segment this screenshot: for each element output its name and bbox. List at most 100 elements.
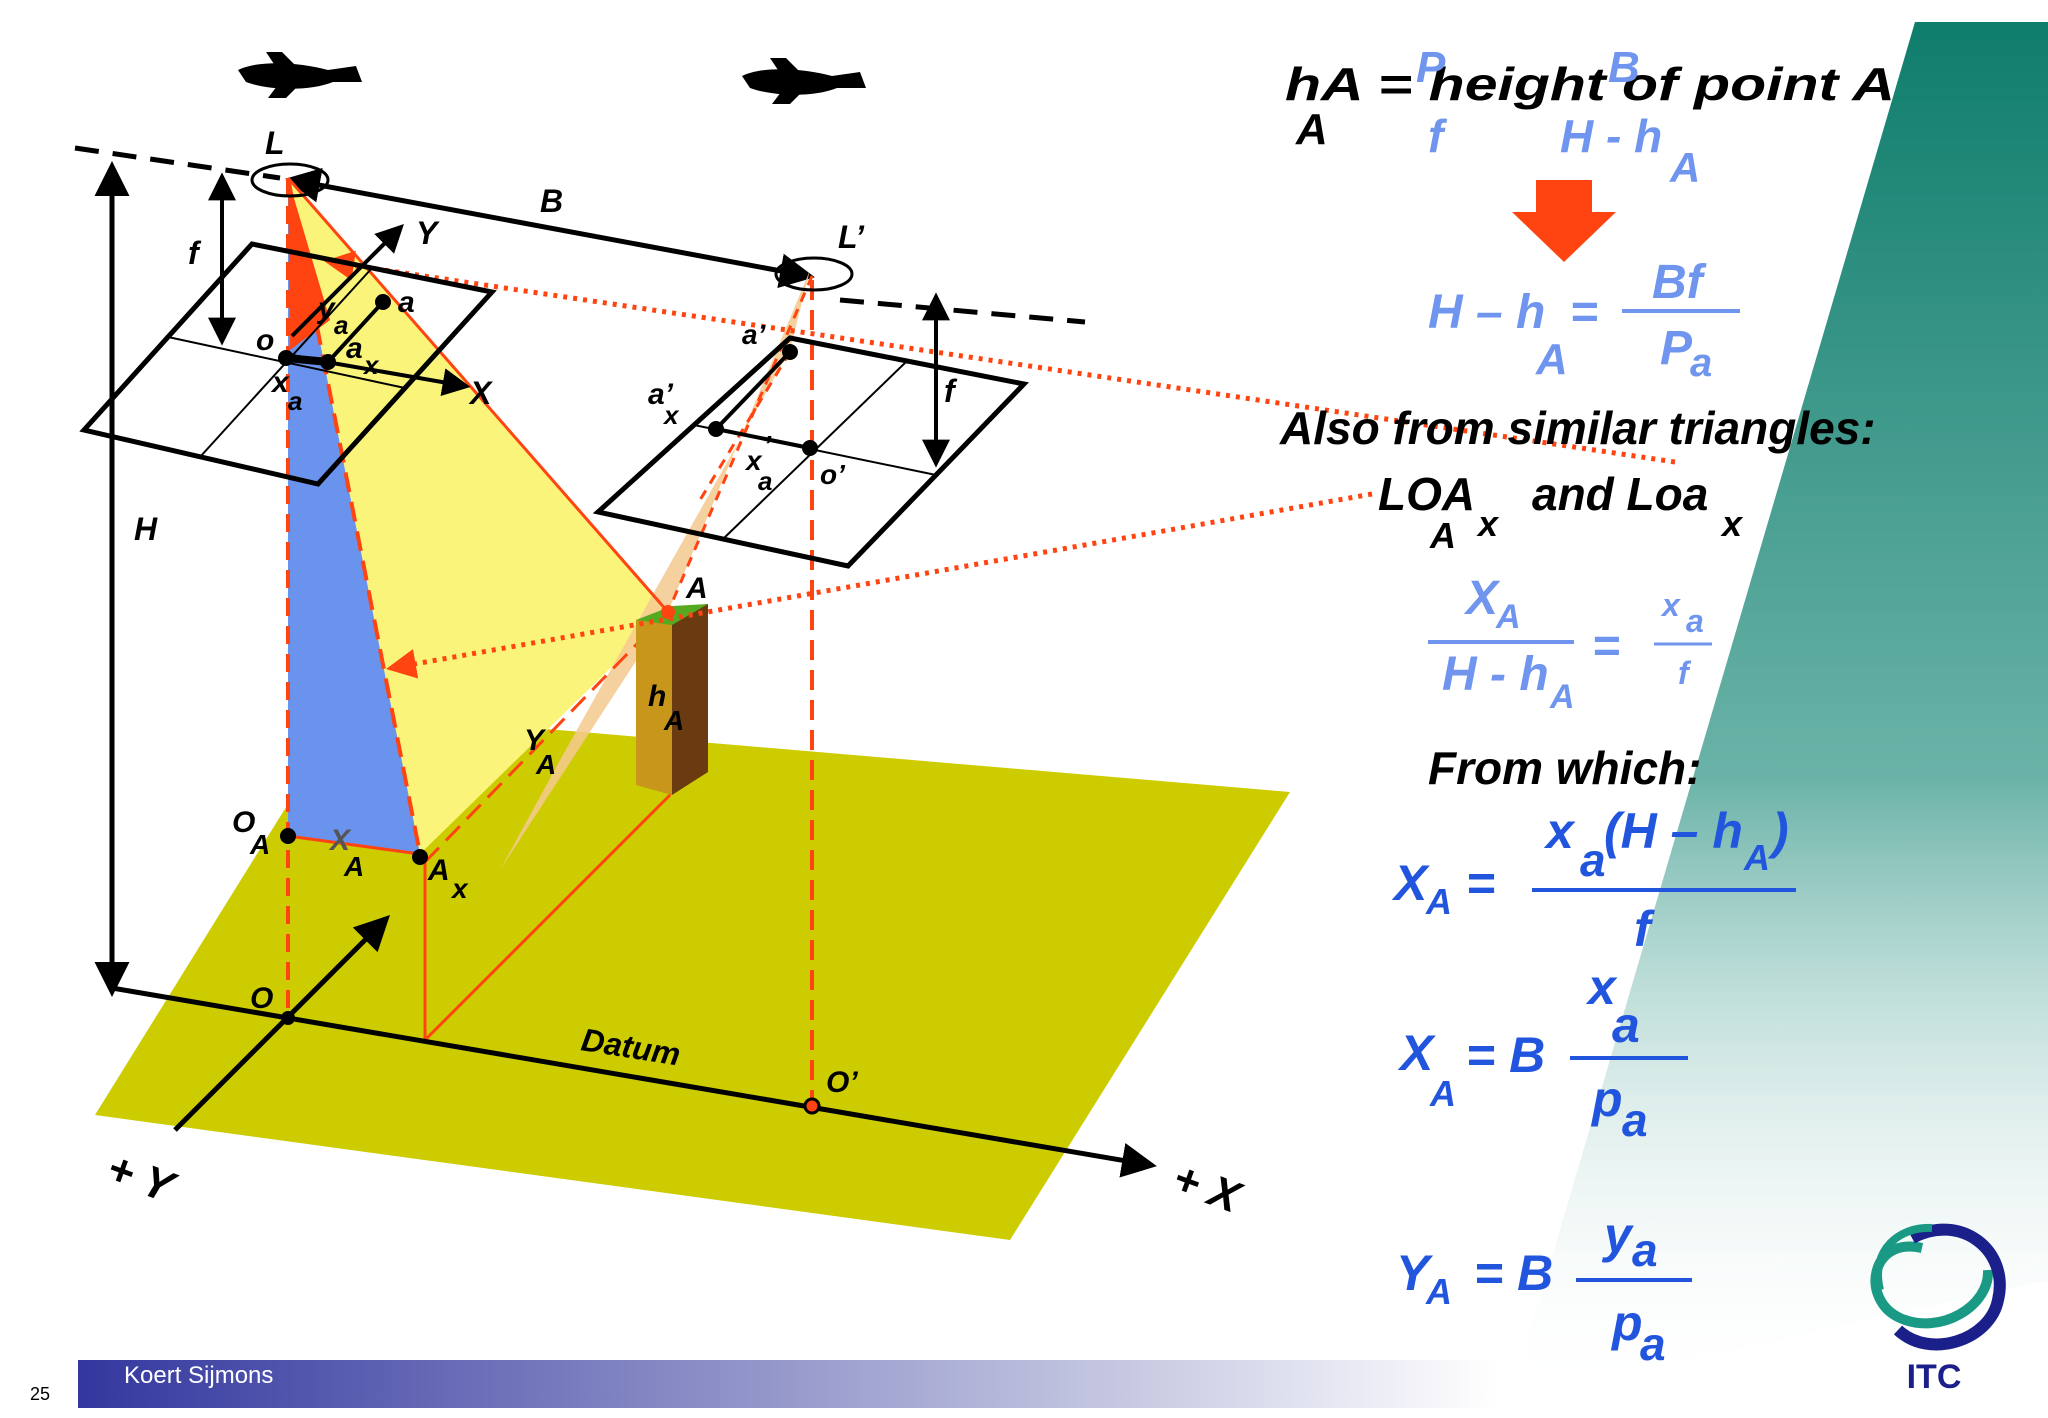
label-f-left: f [188,235,202,271]
point-OA [280,828,296,844]
flight-line-left [74,145,281,181]
label-xa: x [270,366,290,399]
label-Ax-sub: x [450,873,469,904]
label-Ax: A [427,854,450,887]
point-O-prime [803,1097,821,1115]
xb-den: p [1590,1071,1623,1127]
eq1-den-sub: a [1690,341,1712,385]
label-Y-photo: Y [416,215,440,251]
xa-prime-seg2 [714,350,792,431]
yb-num: y [1601,1207,1634,1263]
xb-num: x [1585,959,1618,1015]
xa-prime-seg1 [715,427,811,450]
yb-den: p [1610,1295,1643,1351]
label-plus-Y: + Y [101,1143,184,1213]
ground-y-axis [173,915,390,1132]
label-ax-sub: x [362,350,380,380]
label-o: o [256,324,274,357]
ratio-num: X [1463,572,1501,625]
header-sub: A [1295,105,1328,154]
ray-Lp-A2 [698,351,792,501]
point-a-prime [782,344,798,360]
point-Ax [412,849,428,865]
ratio-rden: f [1678,655,1692,691]
airplane-icon [238,52,362,98]
from-which-text: From which: [1428,742,1701,794]
xa-num-close: ) [1767,803,1789,859]
and-text: and Loa [1532,468,1708,520]
px-lhs-den: f [1428,110,1448,162]
flight-line-right [839,297,1086,325]
label-f-right: f [944,373,958,409]
yb-den-sub: a [1640,1318,1666,1370]
photo-y-axis [290,224,404,338]
label-O-prime: O’ [826,1066,858,1099]
label-ax: a [346,332,363,365]
page-number: 25 [30,1384,51,1404]
yb-num-sub: a [1632,1224,1658,1276]
point-a [375,294,391,310]
eq1-eq: = [1570,286,1598,339]
ground-diag [423,793,672,1042]
label-ax-prime: a’ [648,378,674,411]
footer-author: Koert Sijmons [124,1362,274,1389]
px-num: P [1416,43,1446,92]
xa-num: x [1543,803,1576,859]
eq1-den: P [1660,322,1693,375]
yb-lhs: Y [1396,1245,1434,1301]
label-a-prime: a’ [742,319,767,350]
xa-eq: = [1466,855,1495,911]
down-arrow-icon [1512,180,1616,262]
eq1-lhs-sub: A [1535,335,1568,384]
ratio-rnum: x [1660,587,1681,623]
xb-num-sub: a [1612,997,1640,1053]
ray-L-Ax [286,177,422,855]
label-xa-prime-sub: a [758,466,772,496]
label-YA-sub: A [535,749,556,780]
label-ya-sub: a [334,310,348,340]
tri2-sub: x [1720,503,1744,544]
px-rhs-num: B [1608,43,1640,92]
xb-lhs: X [1397,1025,1436,1081]
yb-eq: = B [1474,1245,1553,1301]
px-rhs-den-sub: A [1669,144,1700,191]
label-H: H [134,511,158,547]
tri1-sub2: x [1476,503,1500,544]
label-B: B [540,183,563,219]
xa-den: f [1634,901,1655,957]
OA-Ax-line [287,834,421,856]
label-OA: O [232,806,255,839]
airplane-icon [742,58,866,104]
ratio-num-sub: A [1495,598,1521,636]
xa-num-rest-sub: A [1743,837,1770,878]
xb-eq: = B [1466,1027,1545,1083]
yb-lhs-sub: A [1425,1271,1452,1312]
tri1-sub1: A [1429,515,1456,556]
label-YA: Y [524,724,547,757]
point-ax-prime [708,421,724,437]
label-X-photo: X [468,375,493,411]
point-ax [320,354,336,370]
label-xa-prime: x [744,445,763,476]
label-OA-sub: A [249,829,270,860]
building-side [672,604,708,795]
tri1-text: LOA [1378,468,1475,520]
point-O [281,1011,295,1025]
header-overlap-text: hA = height of point A [1285,58,1895,110]
building-front [636,612,672,795]
ratio-eq: = [1592,620,1620,673]
Lp-ellipse [774,256,854,292]
L-ellipse [250,162,330,198]
label-XA-ground-sub: A [343,851,364,882]
xb-lhs-sub: A [1429,1073,1456,1114]
point-o [278,350,294,366]
xa-lhs: X [1391,855,1430,911]
similar-triangles-text: Also from similar triangles: [1279,402,1876,454]
xa-num-sub: a [1580,834,1606,886]
label-hA-sub: A [663,705,684,736]
xa-num-rest: (H – h [1604,803,1743,859]
ray-L-A [286,177,670,613]
label-A: A [685,572,708,605]
ray-Lp-A [666,275,814,613]
